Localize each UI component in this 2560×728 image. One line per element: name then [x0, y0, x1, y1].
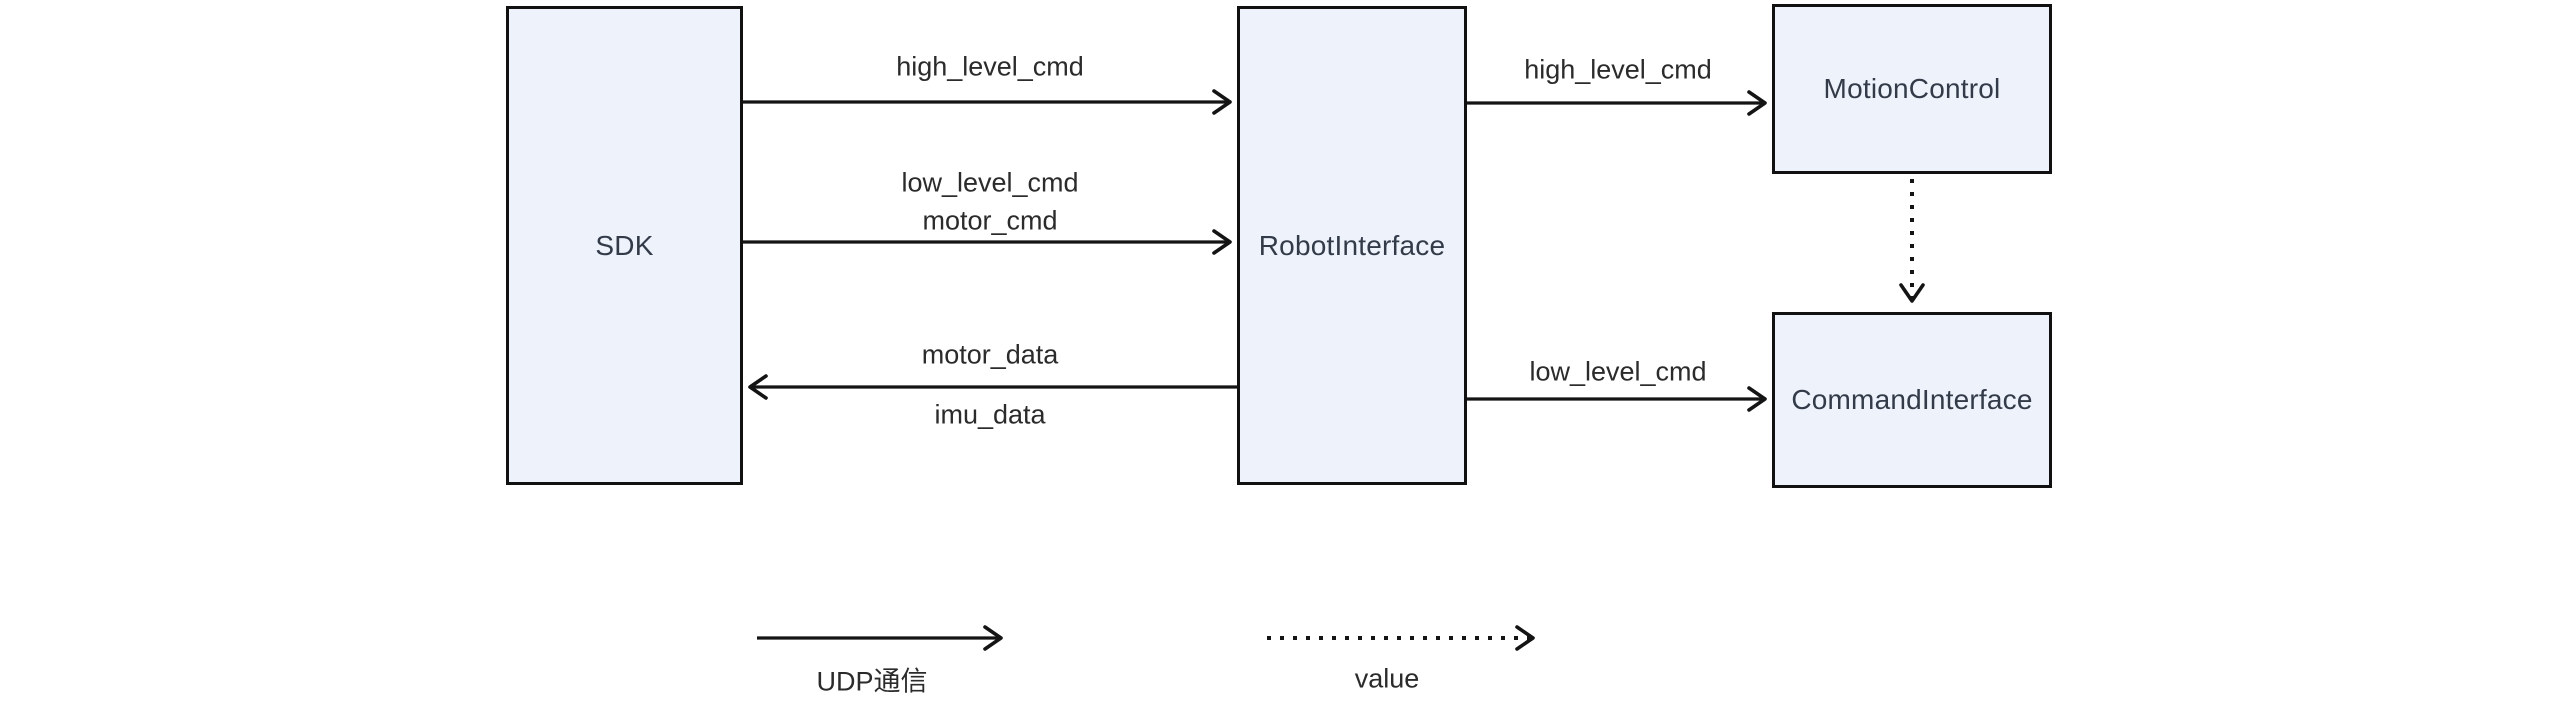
edge-label-low-level-cmd-right: low_level_cmd — [1529, 356, 1707, 387]
edge-label-motor-data: motor_data — [921, 339, 1059, 370]
edge-label-high-level-cmd-left: high_level_cmd — [896, 51, 1084, 82]
node-robot-interface-label: RobotInterface — [1258, 229, 1446, 261]
node-command-interface: CommandInterface — [1772, 312, 2052, 488]
node-sdk: SDK — [506, 6, 743, 485]
legend-label-value: value — [1354, 663, 1420, 694]
node-motion-control-label: MotionControl — [1823, 73, 2001, 104]
legend-label-udp: UDP通信 — [816, 666, 928, 697]
node-command-interface-label: CommandInterface — [1791, 384, 2033, 415]
node-sdk-label: SDK — [595, 229, 654, 261]
node-robot-interface: RobotInterface — [1237, 6, 1467, 485]
edge-label-imu-data: imu_data — [934, 399, 1046, 430]
edge-label-motor-cmd: motor_cmd — [922, 205, 1058, 236]
node-motion-control: MotionControl — [1772, 4, 2052, 174]
edge-label-high-level-cmd-right: high_level_cmd — [1524, 54, 1712, 85]
edge-label-low-level-cmd-left: low_level_cmd — [901, 167, 1079, 198]
